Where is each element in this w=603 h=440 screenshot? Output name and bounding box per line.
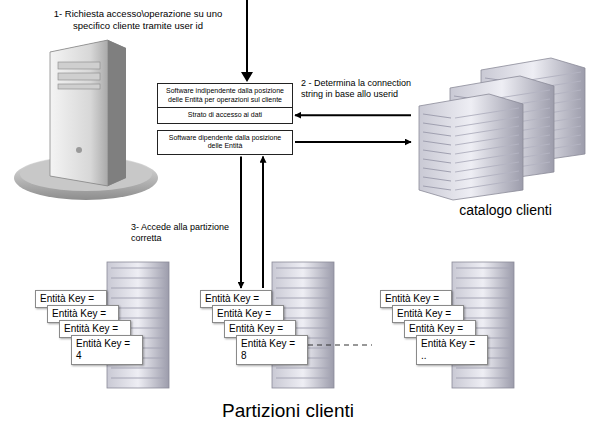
server-icon (14, 40, 158, 200)
partition-servers (107, 262, 514, 388)
entity-card: Entità Key = 8 (236, 335, 308, 365)
node-text: Software indipendente dalla posizione de… (162, 87, 288, 104)
connector-arrow (295, 141, 411, 143)
node-text: Entità Key = 8 (241, 338, 303, 362)
node-text: Software dipendente dalla posizione dell… (162, 134, 288, 151)
node-text: Strato di accesso ai dati (162, 111, 288, 120)
connector-arrow (240, 157, 242, 289)
request-arrow (241, 0, 253, 82)
server-rack-icons (413, 52, 598, 202)
node-text: Entità Key = (409, 323, 471, 335)
edge-label: 2 - Determina la connection string in ba… (300, 78, 414, 100)
node-text: Entità Key = (205, 293, 267, 305)
node-text: catalogo clienti (413, 202, 598, 218)
connector-arrow (295, 114, 411, 116)
node-text: Entità Key = (64, 323, 126, 335)
node-text: Entità Key = (40, 293, 102, 305)
node-text: Entità Key = (217, 308, 279, 320)
node-text: Entità Key = (397, 308, 459, 320)
node-text: Entità Key = (229, 323, 291, 335)
step-note: 1- Richiesta accesso\operazione su uno s… (38, 8, 238, 31)
entity-card: Entità Key = 4 (71, 335, 143, 365)
ellipsis-line (308, 344, 372, 345)
node-text: Entità Key = (385, 293, 447, 305)
catalog-server: catalogo clienti (413, 52, 598, 218)
node-text: Entità Key = (52, 308, 114, 320)
software-layer: Software indipendente dalla posizione de… (157, 83, 293, 108)
edge-label: 3- Accede alla partizione corretta (130, 222, 232, 244)
data-access-layer: Strato di accesso ai dati (157, 107, 293, 124)
node-text: Entità Key = .. (421, 338, 483, 362)
node-text: Entità Key = 4 (76, 338, 138, 362)
connector-arrow (262, 157, 264, 289)
software-layer: Software dipendente dalla posizione dell… (157, 130, 293, 155)
section-title: Partizioni clienti (222, 400, 422, 422)
entity-card: Entità Key = .. (416, 335, 488, 365)
